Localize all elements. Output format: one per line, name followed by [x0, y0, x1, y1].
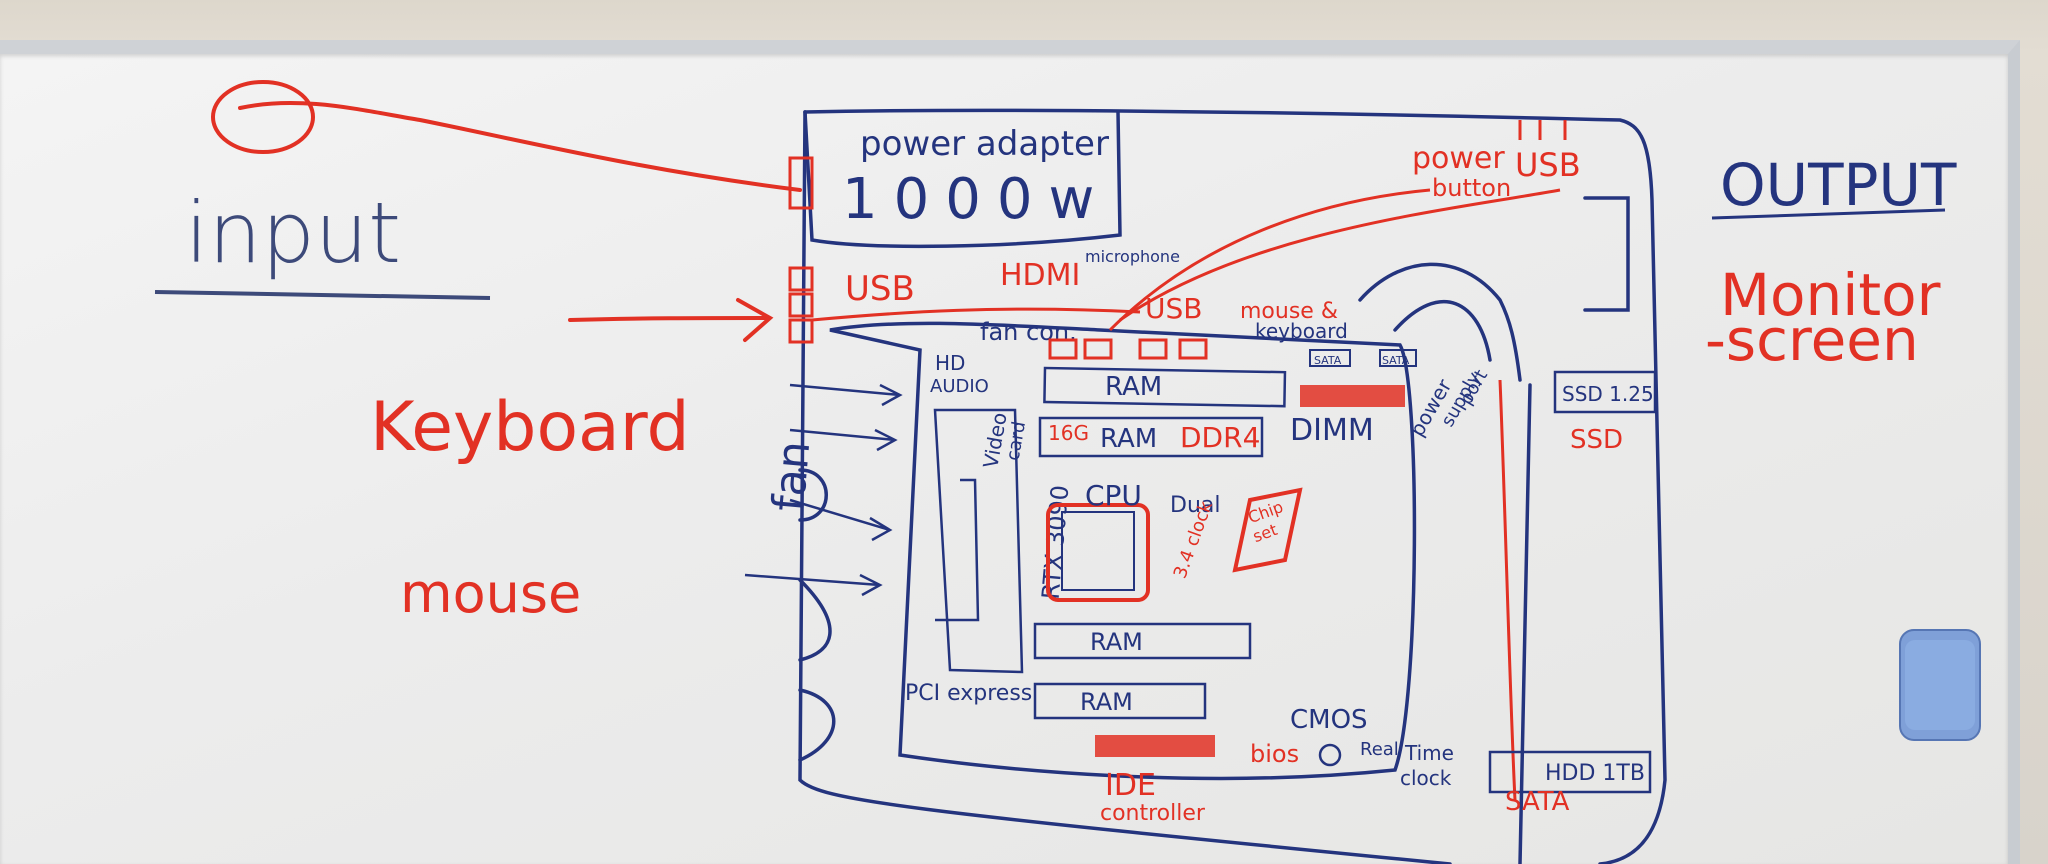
power-button-cable: [1108, 188, 1431, 332]
ram-slot-4: [1033, 682, 1207, 720]
case-outer-right: [803, 108, 1667, 864]
audio-label: AUDIO: [930, 376, 989, 397]
dimm-connector: DIMM: [1290, 385, 1405, 448]
fan-bracket-3: [798, 688, 836, 762]
ssd-label: SSD 1.25: [1562, 382, 1654, 406]
ide-controller: IDE controller: [1095, 735, 1215, 826]
ram-label-3: RAM: [1090, 628, 1143, 656]
input-cable-drawing: [211, 80, 802, 342]
input-arrow-line: [568, 316, 767, 322]
power-adapter-box: [803, 110, 1122, 249]
video-card-inner: [935, 478, 980, 622]
ram-slot-1: [1043, 366, 1287, 408]
ram-16g-label: 16G: [1048, 421, 1089, 445]
usb-mb-label: USB: [1145, 292, 1202, 325]
monitor-label: Monitor: [1720, 261, 1941, 329]
cpu-label: CPU: [1085, 479, 1142, 512]
dimm-label: DIMM: [1290, 413, 1374, 448]
sata-cable-red: [1498, 379, 1517, 801]
hdd-label: HDD 1TB: [1545, 761, 1645, 786]
pci-express-label: PCI express: [905, 681, 1032, 706]
power-adapter-label: power adapter: [860, 124, 1109, 164]
input-label: input: [185, 184, 401, 282]
fan-airflow-arrows: [744, 383, 903, 597]
power-value-label: 1000w: [842, 167, 1110, 232]
video-card-outline: [933, 408, 1024, 674]
real-time-clock-label: Real: [1360, 739, 1399, 760]
power-cable-line: [238, 100, 802, 192]
output-label: OUTPUT: [1720, 151, 1957, 219]
power-button-label: power: [1412, 141, 1505, 176]
fan-side-label: fan: [763, 439, 820, 514]
ram-slots-group: [1033, 366, 1287, 720]
cpu-dual-label: Dual: [1170, 493, 1220, 518]
power-button-label-2: button: [1432, 174, 1511, 202]
gpu-model-label: RTX 3090: [1037, 484, 1075, 601]
cmos-battery: [1318, 743, 1342, 767]
case-slot: [1583, 196, 1630, 312]
sata-bottom-label: SATA: [1505, 787, 1570, 817]
screen-label: -screen: [1705, 306, 1919, 374]
top-cables: [1108, 120, 1567, 801]
keyboard-label: Keyboard: [370, 388, 690, 467]
case-inner-right: [1518, 383, 1532, 864]
time-label: Time: [1404, 741, 1454, 765]
usb-top-label: USB: [1515, 146, 1581, 184]
ram-label-2: RAM: [1100, 424, 1157, 454]
fan-bracket-2: [798, 578, 832, 662]
ide-controller-label: controller: [1100, 801, 1206, 826]
mouse-keyboard-label: mouse &: [1240, 299, 1338, 324]
drives: [1488, 370, 1657, 794]
fan-con-label: fan con.: [980, 318, 1077, 346]
sata-port-label-1: SATA: [1314, 354, 1342, 367]
ssd-box: [1553, 370, 1657, 414]
ram-label-4: RAM: [1080, 688, 1133, 716]
mouse-label: mouse: [400, 562, 581, 625]
hdd-box: [1488, 750, 1652, 794]
power-cable-curve-2: [1393, 300, 1492, 362]
usb-cable-1: [1119, 188, 1561, 322]
bios-label: bios: [1250, 740, 1299, 768]
ide-label: IDE: [1105, 768, 1156, 803]
keyboard-mb-label: keyboard: [1255, 319, 1348, 343]
side-usb-ports: [788, 156, 1141, 344]
motherboard-top-ports: HDMI microphone fan con. USB mouse & key…: [980, 247, 1417, 367]
ram-slot-2: [1038, 416, 1264, 458]
video-card: [933, 408, 1024, 674]
hd-audio-label: HD: [935, 351, 965, 375]
ssd-caption: SSD: [1570, 425, 1623, 455]
usb-side-label: USB: [845, 269, 915, 309]
whiteboard: [0, 40, 2020, 864]
hdmi-label: HDMI: [1000, 258, 1080, 293]
case-outer-left: [798, 110, 1452, 864]
ddr-label: DDR4: [1180, 421, 1260, 454]
chipset: Chip set: [1232, 487, 1303, 573]
power-supply-label-3: port: [1455, 366, 1492, 408]
input-arrow-head: [736, 298, 774, 342]
whiteboard-eraser: [1899, 629, 1981, 741]
mouse-plug-circle: [211, 80, 315, 154]
ram-label-1: RAM: [1105, 372, 1162, 402]
ram-slot-3: [1033, 622, 1252, 660]
input-underline: [154, 290, 491, 300]
sata-port-label-2: SATA: [1382, 354, 1410, 367]
microphone-label: microphone: [1085, 247, 1180, 266]
clock-label: clock: [1400, 766, 1452, 790]
pc-case-outline: [798, 108, 1667, 864]
power-cable-curve-1: [1358, 262, 1522, 382]
fan-bracket-1: [798, 468, 828, 522]
motherboard-outline: [829, 321, 1417, 781]
cmos-label: CMOS: [1290, 705, 1368, 735]
output-underline: [1711, 208, 1946, 220]
cpu-socket: CPU Dual 3.4 clock: [1046, 479, 1220, 602]
